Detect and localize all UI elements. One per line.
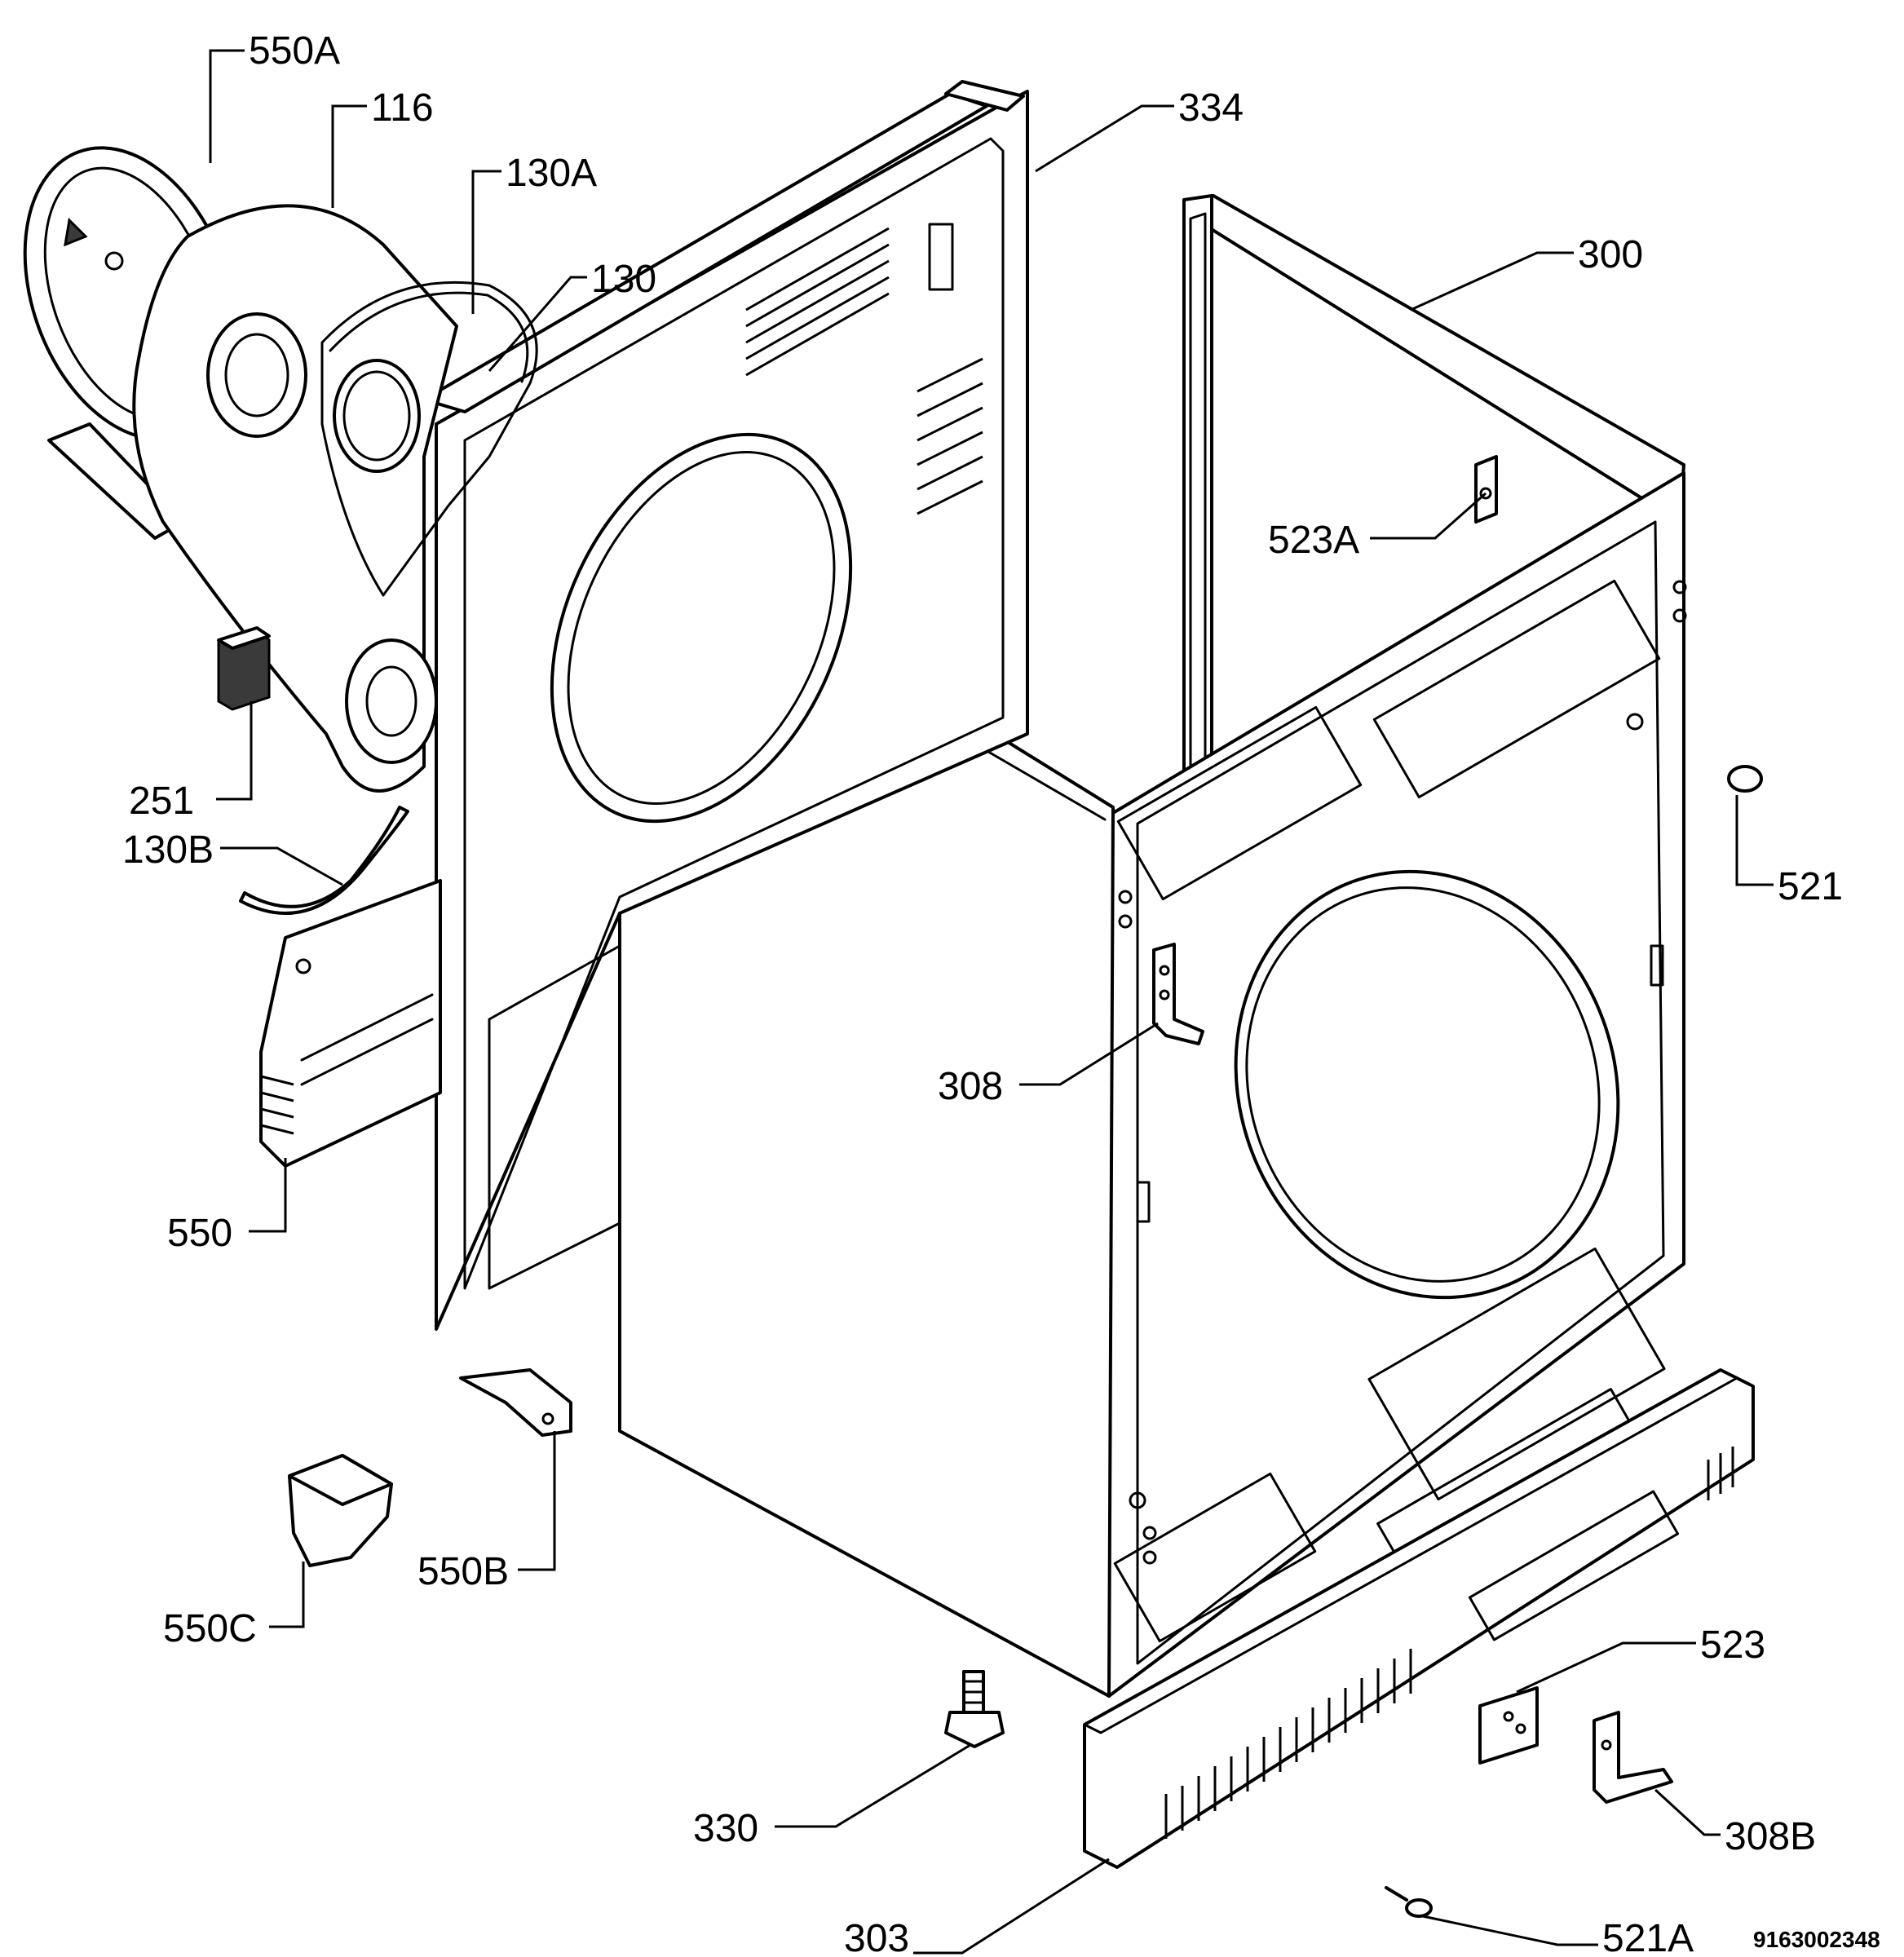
callout-labels: 550A 116 130A 130 334 300 523A 521 251 1… <box>122 29 1843 1957</box>
callout-130b: 130B <box>122 828 214 872</box>
callout-334: 334 <box>1178 86 1244 130</box>
callout-330: 330 <box>693 1807 758 1850</box>
clip-550c <box>288 1454 393 1567</box>
callout-308b: 308B <box>1725 1815 1816 1858</box>
bracket-523a <box>1474 455 1498 523</box>
kickplate-louvers <box>1164 1447 1734 1839</box>
callout-300: 300 <box>1578 233 1643 276</box>
screw-521a <box>1385 1886 1433 1918</box>
callout-303: 303 <box>844 1917 909 1957</box>
callout-550: 550 <box>167 1212 232 1255</box>
callout-523a: 523A <box>1268 519 1359 562</box>
cabinet-300 <box>618 194 1687 1698</box>
plate-523 <box>1478 1686 1539 1765</box>
seal-130 <box>333 359 421 473</box>
callout-550c: 550C <box>163 1607 257 1650</box>
fan-housing-116 <box>132 204 458 793</box>
callout-523: 523 <box>1700 1623 1765 1667</box>
plug-521 <box>1727 765 1763 793</box>
bracket-308b <box>1593 1711 1673 1804</box>
leader-lines <box>209 49 1774 1955</box>
kickplate-303 <box>1083 1368 1755 1869</box>
callout-550b: 550B <box>417 1550 509 1593</box>
callout-116: 116 <box>371 86 434 130</box>
part-251 <box>217 626 271 711</box>
callout-521a: 521A <box>1602 1917 1694 1957</box>
rear-panel-334 <box>422 80 1029 1331</box>
seal-130b <box>239 806 409 915</box>
callout-130: 130 <box>591 258 656 301</box>
callout-521: 521 <box>1778 865 1843 908</box>
seal-130a <box>320 281 538 597</box>
callout-130a: 130A <box>506 152 597 195</box>
callout-251: 251 <box>129 780 194 823</box>
callout-550a: 550A <box>249 29 340 73</box>
rear-panel-louvers <box>745 227 983 515</box>
callout-308: 308 <box>938 1065 1003 1108</box>
foot-330 <box>944 1670 1005 1748</box>
bracket-550 <box>259 879 442 1168</box>
clip-550b <box>459 1368 572 1437</box>
drawing-number: 9163002348 <box>1753 1927 1880 1952</box>
